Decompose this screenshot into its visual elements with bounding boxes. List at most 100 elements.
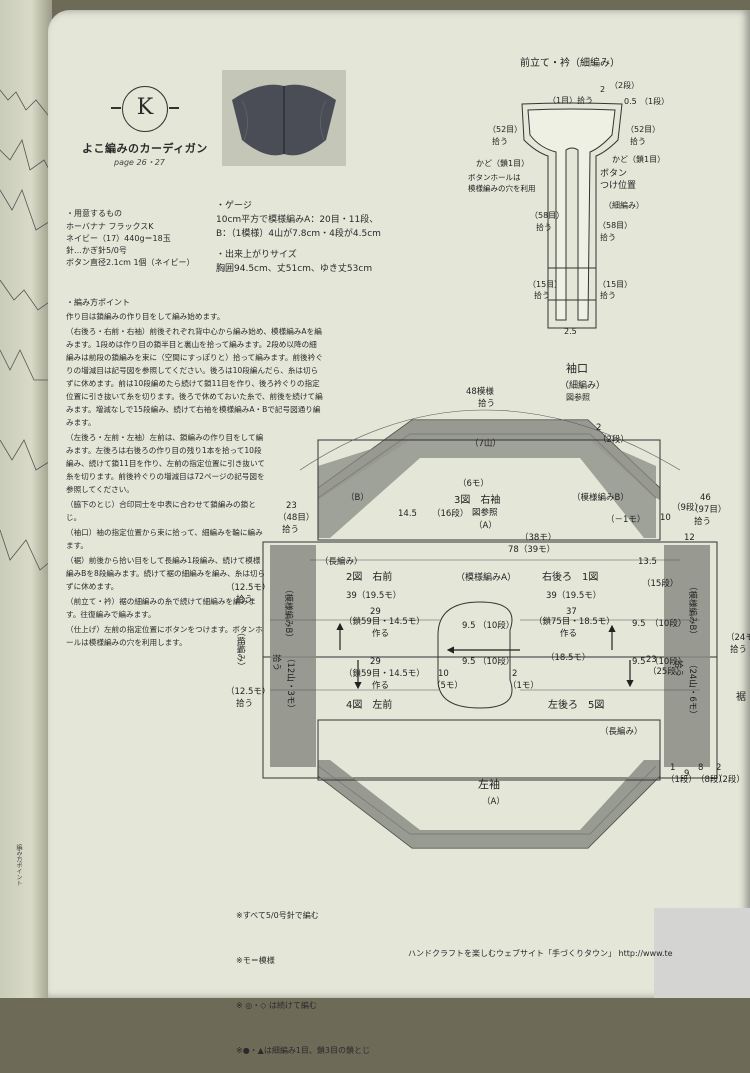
dim-label: （鎖59目・14.5モ） — [344, 668, 425, 679]
materials-heading: ・用意するもの — [66, 209, 122, 218]
gauge-line: B：（1模様）4山が7.8cm・4段が4.5cm — [216, 229, 381, 239]
dim-label: 作る — [372, 680, 389, 691]
dim-label: 9 — [684, 769, 689, 779]
dim-label: 拾う — [478, 398, 495, 409]
dim-label: （18.5モ） — [546, 652, 590, 663]
collar-label: （1目）拾う — [548, 95, 593, 105]
dim-label: （模様編みA） — [456, 571, 516, 583]
dim-label: 拾う — [694, 516, 711, 527]
method-text: 作り目は鎖編みの作り目をして編み始めます。 （右後ろ・右前・右袖）前後それぞれ背… — [66, 310, 324, 651]
collar-label: 拾う — [630, 136, 646, 146]
dim-label: 29 — [370, 607, 381, 617]
dim-label: （10段） — [478, 620, 514, 631]
dim-label: （7山） — [470, 438, 501, 449]
dim-label: （2段） — [598, 434, 629, 445]
collar-label: （58目） — [598, 221, 632, 230]
dim-label: （1モ） — [508, 680, 539, 691]
method-paragraph: （脇下のとじ）合印同士を中表に合わせて鎖編みの鎖とじ。 — [66, 500, 256, 522]
cardigan-photo — [222, 70, 346, 166]
dim-label: 拾う — [236, 698, 253, 709]
materials-line: ホーバナナ フラックスK — [66, 222, 154, 231]
dim-label: 拾う — [282, 524, 299, 535]
dim-label: 23 — [286, 501, 297, 511]
dim-label: （48目） — [278, 512, 314, 523]
dim-label: 12 — [684, 533, 695, 543]
dim-label: （模様編みB） — [572, 492, 629, 503]
dim-label: 9.5 — [462, 621, 476, 631]
dim-label: 8 — [698, 763, 703, 773]
dim-label: （A） — [482, 796, 505, 807]
dim-label: 13.5 — [638, 557, 657, 567]
pattern-diagram: 前立て・衿（細編み） （1目）拾う 2 （2段） 0.5 （1段） （52目） … — [226, 56, 750, 849]
collar-label: 0.5 — [624, 97, 637, 106]
dim-label: 2 — [596, 423, 601, 433]
pattern-letter-badge: K — [111, 86, 179, 132]
figure-label: 左後ろ 5図 — [548, 698, 604, 711]
collar-diagram — [521, 102, 623, 329]
dim-label: 39（19.5モ） — [546, 590, 601, 601]
note-line: ※モ＝模様 — [236, 956, 275, 965]
dim-label: （12.5モ） — [226, 686, 270, 697]
dim-label: 作る — [372, 628, 389, 639]
figure-label: 3図 右袖 — [454, 493, 500, 506]
collar-label: 2.5 — [564, 327, 577, 336]
dim-label: 拾う — [271, 654, 282, 671]
dim-label: 10 — [438, 669, 449, 679]
dim-label: （10段） — [478, 656, 514, 667]
dim-label: （長編み） — [320, 556, 363, 567]
gauge-heading: ・ゲージ — [216, 201, 252, 211]
dim-label: （24山・6モ） — [687, 660, 698, 719]
collar-label: かど（鎖1目） — [476, 158, 529, 168]
collar-label: （52目） — [488, 125, 522, 134]
collar-label: 拾う — [600, 232, 616, 242]
method-heading: ・編み方ポイント — [66, 298, 130, 307]
dim-label: 2 — [716, 763, 721, 773]
collar-label: （15目） — [528, 280, 562, 289]
dim-label: （模様編みB） — [283, 585, 294, 642]
note-line: ※●・▲は細編み1目、鎖3目の鎖とじ — [236, 1046, 371, 1055]
note-line: ※ ◎・◇ は続けて編む — [236, 1001, 317, 1010]
dim-label: （長編み） — [600, 726, 643, 737]
dim-label: （25段） — [648, 666, 684, 677]
collar-label: 2 — [600, 85, 605, 94]
dim-label: 作る — [560, 628, 577, 639]
dim-label: 2 — [512, 669, 517, 679]
dim-label: （鎖59目・14.5モ） — [344, 616, 425, 627]
corner-block — [654, 908, 750, 998]
dim-label: （6モ） — [458, 478, 489, 489]
size-line: 胸囲94.5cm、丈51cm、ゆき丈53cm — [216, 264, 373, 274]
dim-label: 図参照 — [472, 507, 498, 518]
method-paragraph: （右後ろ・右前・右袖）前後それぞれ背中心から編み始め、模様編みAを編みます。1段… — [66, 327, 323, 427]
materials-line: 針…かぎ針5/0号 — [66, 246, 127, 255]
dim-label: 39（19.5モ） — [346, 590, 401, 601]
dim-label: 14.5 — [398, 509, 417, 519]
dim-label: （97目） — [690, 504, 726, 515]
dim-label: 裾 — [736, 690, 746, 703]
dim-label: （24モ） — [726, 632, 750, 643]
materials-line: ボタン直径2.1cm 1個（ネイビー） — [66, 258, 195, 267]
gauge-line: 10cm平方で模様編みA：20目・11段、 — [216, 215, 379, 225]
adjacent-page-chart — [0, 89, 52, 571]
dim-label: （8段） — [696, 774, 727, 785]
note-line: ※すべて5/0号針で編む — [236, 911, 319, 920]
dim-label: （A） — [474, 520, 497, 531]
method-paragraph: （前立て・衿）裾の細編みの糸で続けて細編みを編みます。往復編みで編みます。 — [66, 597, 256, 619]
dim-label: （2段） — [714, 774, 745, 785]
collar-label: （1段） — [640, 96, 669, 106]
cardigan-image — [222, 70, 346, 166]
dim-label: 9.5 — [632, 657, 646, 667]
figure-label: 右後ろ 1図 — [542, 570, 598, 583]
materials-line: ネイビー（17）440g＝18玉 — [66, 234, 171, 243]
dim-label: 46 — [700, 493, 711, 503]
dim-label: （5モ） — [432, 680, 463, 691]
method-paragraph: （裾）前後から拾い目をして長編み1段編み、続けて模様編みBを8段編みます。続けて… — [66, 556, 266, 591]
cuff-ref: 図参照 — [566, 392, 590, 402]
method-paragraph: （袖口）袖の指定位置から束に拾って、細編みを輪に編みます。 — [66, 528, 263, 550]
dimension-lines — [270, 409, 700, 691]
dim-label: 拾う — [236, 594, 253, 605]
figure-label: 2図 右前 — [346, 570, 392, 583]
dim-label: 23 — [646, 655, 657, 665]
dim-label: 37 — [566, 607, 577, 617]
cuff-sub: （細編み） — [560, 379, 605, 391]
collar-label: 拾う — [600, 290, 616, 300]
